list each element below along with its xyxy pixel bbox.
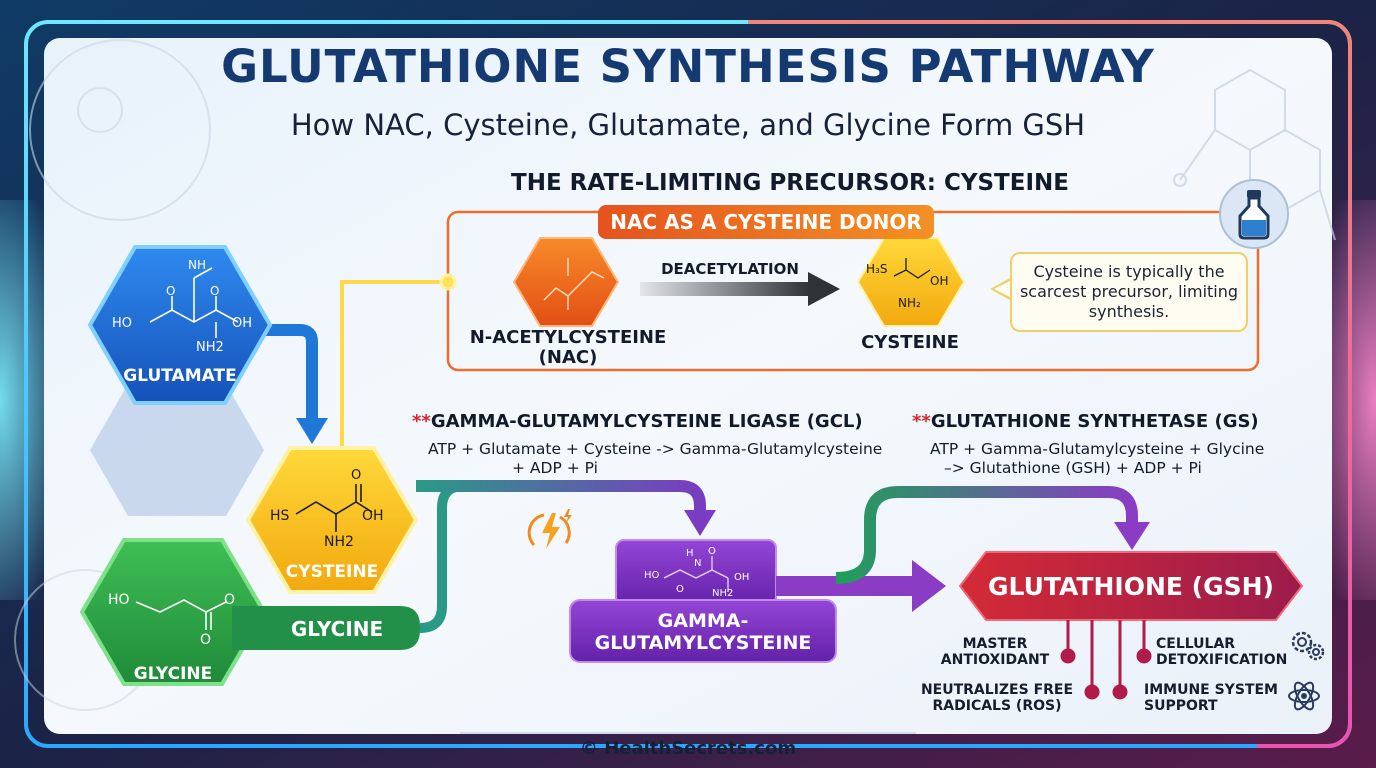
gs-prefix: **: [912, 411, 931, 432]
cysteine-atom: HS: [270, 508, 290, 524]
gear-icon: [1288, 628, 1328, 664]
gamma-atom: H: [686, 548, 694, 559]
cysteine-atom: NH2: [324, 534, 354, 550]
gamma-atom: O: [676, 584, 684, 595]
glutamate-atom: O: [166, 284, 176, 298]
gcl-enzyme-title: **GAMMA-GLUTAMYLCYSTEINE LIGASE (GCL): [412, 411, 863, 432]
gs-equation-line2: –> Glutathione (GSH) + ADP + Pi: [944, 459, 1202, 477]
cys-small-atom-hs: H₃S: [866, 262, 888, 276]
glycine-atom: O: [200, 632, 212, 648]
precursor-heading: THE RATE-LIMITING PRECURSOR: CYSTEINE: [511, 170, 1069, 196]
gamma-atom: OH: [734, 572, 750, 583]
gamma-label-box: [569, 599, 837, 663]
glutamate-atom: HO: [112, 316, 133, 331]
callout-pointer-inner: [994, 281, 1010, 297]
cys-small-atom-oh: OH: [930, 274, 949, 288]
footer-credit: © HealthSecrets.com: [579, 738, 797, 759]
gcl-name: GAMMA-GLUTAMYLCYSTEINE LIGASE (GCL): [430, 411, 863, 432]
benefit-neutralizes-ros: NEUTRALIZES FREE RADICALS (ROS): [920, 682, 1074, 714]
nac-label: N-ACETYLCYSTEINE (NAC): [469, 327, 667, 368]
nac-donor-tag: NAC AS A CYSTEINE DONOR: [598, 205, 934, 239]
cysteine-hexagon: [245, 446, 419, 594]
glycine-bar-label: GLYCINE: [290, 617, 384, 641]
glutamate-atom: OH: [232, 316, 253, 331]
gamma-atom: O: [708, 546, 716, 557]
gsh-banner: [958, 551, 1304, 621]
gamma-atom: N: [694, 558, 702, 569]
benefit-immune-support: IMMUNE SYSTEM SUPPORT: [1144, 682, 1278, 714]
page-subtitle: How NAC, Cysteine, Glutamate, and Glycin…: [290, 108, 1086, 142]
gamma-structure-box: [615, 539, 777, 607]
cysteine-atom: OH: [362, 508, 384, 524]
glycine-label: GLYCINE: [133, 664, 213, 684]
glutamate-label: GLUTAMATE: [123, 366, 237, 386]
glycine-atom: O: [224, 592, 236, 608]
deacetylation-label: DEACETYLATION: [661, 260, 799, 278]
glycine-atom: HO: [108, 592, 130, 608]
gcl-equation-line1: ATP + Glutamate + Cysteine -> Gamma-Glut…: [428, 440, 883, 458]
gs-name: GLUTATHIONE SYNTHETASE (GS): [930, 411, 1259, 432]
gcl-prefix: **: [412, 411, 431, 432]
glutamate-atom: NH: [188, 258, 206, 272]
benefit-master-antioxidant: MASTER ANTIOXIDANT: [940, 636, 1050, 668]
gsh-label: GLUTATHIONE (GSH): [988, 572, 1274, 601]
glutamate-hexagon: [87, 245, 273, 405]
gs-equation-line1: ATP + Gamma-Glutamylcysteine + Glycine: [930, 440, 1265, 458]
gamma-atom: HO: [644, 570, 660, 581]
gamma-atom: NH2: [712, 588, 734, 599]
cysteine-atom: O: [351, 468, 362, 483]
page-title: GLUTATHIONE SYNTHESIS PATHWAY: [221, 40, 1155, 93]
gcl-equation-line2: + ADP + Pi: [512, 459, 598, 477]
cys-small-atom-nh2: NH₂: [898, 296, 921, 310]
cysteine-label: CYSTEINE: [285, 562, 379, 582]
cysteine-product-label: CYSTEINE: [861, 332, 959, 353]
atom-icon: [1286, 678, 1322, 714]
gamma-label: GAMMA- GLUTAMYLCYSTEINE: [594, 610, 812, 654]
benefit-cellular-detox: CELLULAR DETOXIFICATION: [1156, 636, 1288, 668]
glutamate-atom: O: [210, 284, 220, 298]
cysteine-callout: Cysteine is typically the scarcest precu…: [1010, 252, 1248, 332]
lightning-icon: [522, 505, 582, 557]
nac-hexagon: [512, 237, 620, 327]
gs-enzyme-title: **GLUTATHIONE SYNTHETASE (GS): [912, 411, 1259, 432]
glutamate-atom: NH2: [196, 340, 224, 355]
bottle-icon: [1218, 178, 1290, 250]
